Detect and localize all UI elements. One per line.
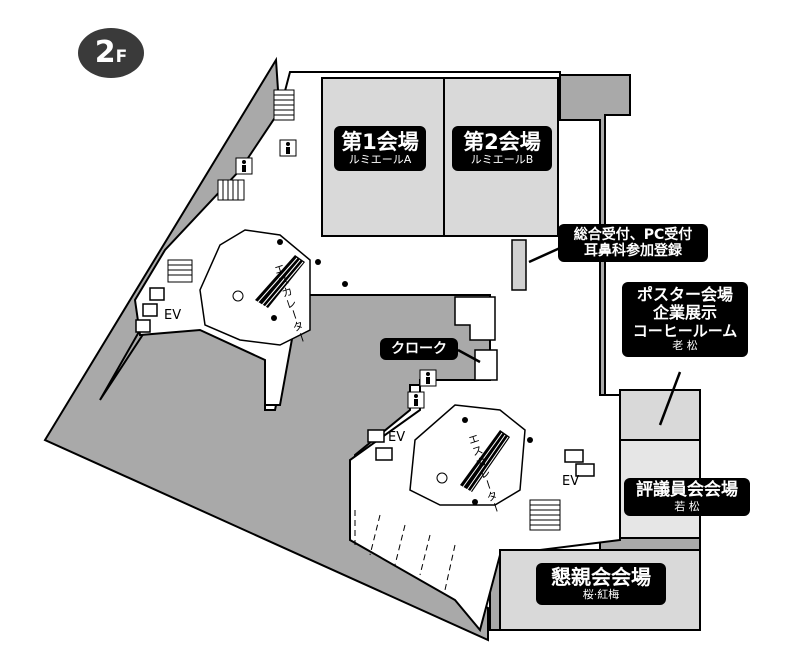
hall2-label[interactable]: 第2会場 ルミエールB (452, 126, 552, 171)
poster-line2: 企業展示 (652, 303, 717, 323)
floor-badge: 2F (78, 28, 144, 78)
leader-lines (457, 246, 682, 426)
poster-room: 老 松 (672, 339, 698, 353)
hall1-label[interactable]: 第1会場 ルミエールA (334, 126, 426, 171)
hall1-sub: ルミエールA (348, 153, 412, 167)
escalator-lower (460, 430, 510, 493)
cloak-room (474, 349, 498, 381)
hall2-name: 第2会場 (463, 130, 541, 154)
reception-label[interactable]: 総合受付、PC受付 耳鼻科参加登録 (558, 224, 708, 263)
poster-line3: コーヒールーム (632, 321, 738, 340)
banquet-label[interactable]: 懇親会会場 桜·紅梅 (536, 563, 666, 605)
restroom-icon (279, 139, 297, 157)
stairs-sw (167, 259, 193, 283)
ev-label-west: EV (164, 308, 182, 323)
dashed-bays (354, 510, 456, 591)
restroom-icon (419, 369, 437, 387)
stairs-nw (273, 89, 295, 121)
floor-number: 2 (94, 35, 116, 70)
stairs-se (529, 499, 561, 531)
poster-line1: ポスター会場 (636, 285, 733, 304)
elevator-west (135, 287, 165, 333)
escalator-island-upper (199, 229, 311, 346)
elevator-east (564, 449, 595, 477)
elevator-center (367, 429, 393, 461)
reception-desk (511, 239, 527, 291)
poster-label[interactable]: ポスター会場 企業展示 コーヒールーム 老 松 (622, 282, 748, 357)
cloak-name: クローク (391, 341, 447, 357)
council-room: 若 松 (674, 499, 700, 513)
reception-line2: 耳鼻科参加登録 (584, 243, 682, 260)
floor-suffix: F (115, 47, 128, 67)
service-block (454, 296, 496, 341)
hall2-sub: ルミエールB (470, 153, 534, 167)
banquet-name: 懇親会会場 (551, 565, 651, 589)
council-name: 評議員会会場 (636, 480, 738, 500)
hall1-name: 第1会場 (341, 130, 419, 154)
banquet-room: 桜·紅梅 (582, 588, 620, 601)
escalator-upper (255, 255, 305, 308)
marker-dots (232, 239, 533, 505)
council-label[interactable]: 評議員会会場 若 松 (624, 478, 750, 517)
ev-label-east: EV (562, 474, 580, 489)
ev-label-center: EV (388, 430, 406, 445)
stairs-w (217, 179, 245, 201)
restroom-icon (235, 157, 253, 175)
restroom-icon (407, 391, 425, 409)
cloak-label[interactable]: クローク (380, 338, 458, 361)
reception-line1: 総合受付、PC受付 (573, 227, 693, 243)
